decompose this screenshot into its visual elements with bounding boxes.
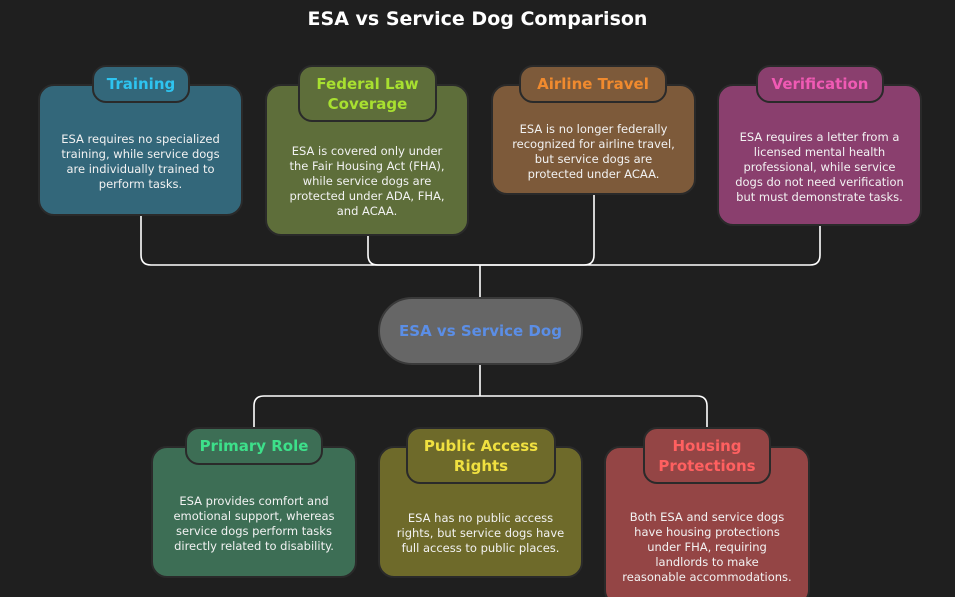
card-text: ESA has no public access rights, but ser… (396, 511, 565, 555)
connector-federal (367, 195, 595, 266)
card-text: Both ESA and service dogs have housing p… (622, 510, 792, 584)
top-card-3: ESA requires a letter from a licensed me… (717, 84, 922, 226)
top-card-heading-1: Federal Law Coverage (298, 65, 437, 122)
bottom-card-heading-0: Primary Role (185, 427, 323, 465)
top-card-2: ESA is no longer federally recognized fo… (491, 84, 696, 195)
top-card-heading-2: Airline Travel (519, 65, 667, 103)
card-text: ESA provides comfort and emotional suppo… (173, 494, 335, 553)
card-text: ESA requires a letter from a licensed me… (735, 129, 904, 204)
connector-top (140, 216, 821, 266)
connector-bottom (253, 395, 708, 428)
bottom-card-heading-2: Housing Protections (643, 427, 771, 484)
diagram-title: ESA vs Service Dog Comparison (307, 8, 648, 30)
bottom-card-0: ESA provides comfort and emotional suppo… (151, 446, 357, 578)
card-text: ESA requires no specialized training, wh… (61, 132, 220, 191)
top-card-0: ESA requires no specialized training, wh… (38, 84, 243, 216)
bottom-card-heading-1: Public Access Rights (406, 427, 556, 484)
card-text: ESA is covered only under the Fair Housi… (289, 144, 445, 218)
top-card-heading-0: Training (92, 65, 190, 103)
center-node: ESA vs Service Dog (378, 297, 583, 365)
top-card-heading-3: Verification (756, 65, 884, 103)
card-text: ESA is no longer federally recognized fo… (512, 121, 675, 181)
